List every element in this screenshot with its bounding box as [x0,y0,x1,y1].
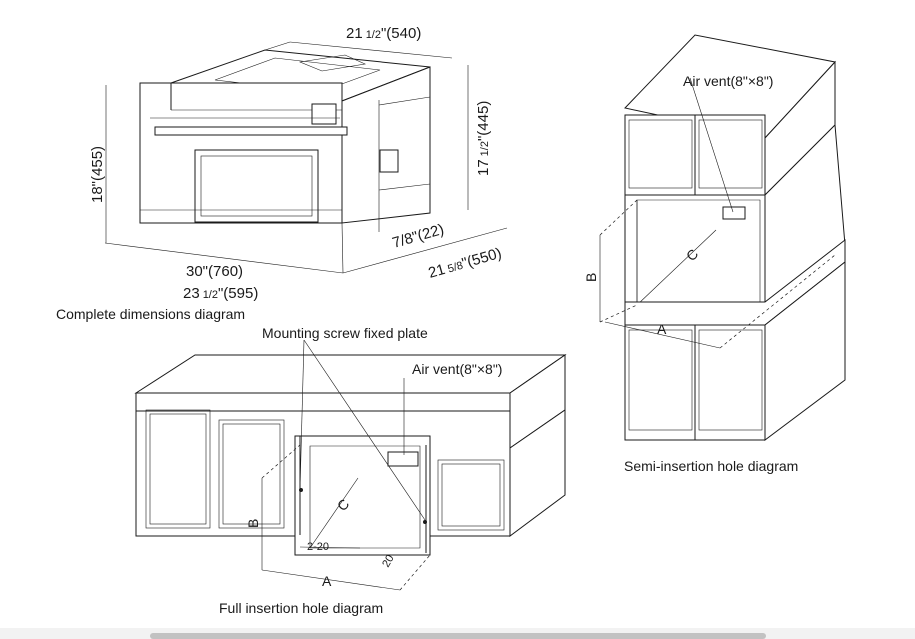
dim-right-height: 171/2"(445) [475,101,492,176]
caption-semi-insertion: Semi-insertion hole diagram [624,458,798,474]
dim-depth: 215/8"(550) [426,245,503,282]
full-screw-plate-label: Mounting screw fixed plate [262,325,428,341]
dim-left-height: 18"(455) [89,146,106,203]
caption-complete-dimensions: Complete dimensions diagram [56,306,245,322]
dim-bottom-width: 30"(760) [186,263,243,280]
semi-label-b: B [583,273,599,282]
full-gap-left: 2-20 [307,541,329,553]
semi-label-a: A [657,321,667,337]
full-label-b: B [245,519,261,528]
semi-air-vent-label: Air vent(8"×8") [683,73,773,89]
full-label-a: A [322,573,332,589]
full-air-vent-label: Air vent(8"×8") [412,361,502,377]
caption-full-insertion: Full insertion hole diagram [219,600,383,616]
full-insertion-drawing [134,339,567,591]
semi-insertion-drawing [599,34,846,441]
full-gap-right: 20 [380,553,397,570]
oven-drawing [104,41,508,274]
scrollbar-thumb[interactable] [150,633,766,639]
